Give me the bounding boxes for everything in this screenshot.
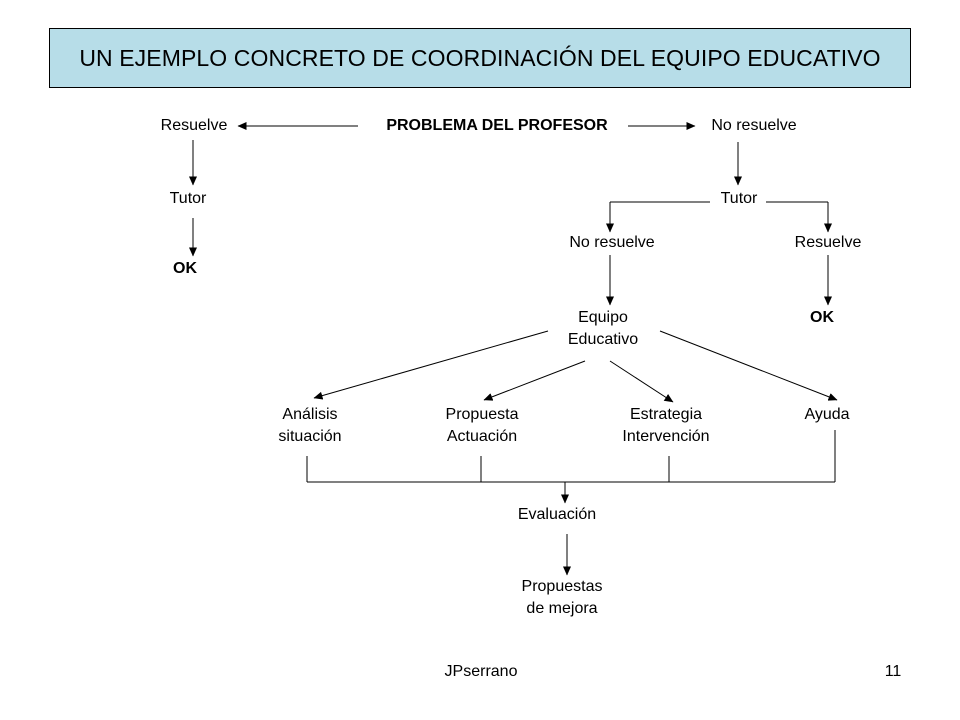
label-ok-right: OK bbox=[810, 309, 834, 326]
label-improvement: Propuestas de mejora bbox=[522, 576, 603, 620]
arrow-team-to-help bbox=[659, 330, 838, 401]
label-proposal: Propuesta Actuación bbox=[446, 404, 519, 448]
label-team-line1: Equipo bbox=[578, 309, 628, 326]
label-strategy-line2: Intervención bbox=[622, 428, 710, 445]
title-box: UN EJEMPLO CONCRETO DE COORDINACIÓN DEL … bbox=[49, 28, 911, 88]
label-proposal-line2: Actuación bbox=[446, 428, 518, 445]
page-number: 11 bbox=[884, 663, 902, 680]
label-ok-left: OK bbox=[173, 260, 197, 277]
label-not-resolves-right: No resuelve bbox=[711, 117, 797, 134]
arrow-team-to-strategy bbox=[609, 360, 674, 403]
label-strategy: Estrategia Intervención bbox=[622, 404, 709, 448]
slide-title: UN EJEMPLO CONCRETO DE COORDINACIÓN DEL … bbox=[79, 44, 881, 71]
label-help: Ayuda bbox=[804, 406, 850, 423]
arrow-team-to-analysis bbox=[313, 330, 549, 400]
label-strategy-line1: Estrategia bbox=[629, 406, 703, 423]
label-problem: PROBLEMA DEL PROFESOR bbox=[386, 117, 608, 134]
label-team-line2: Educativo bbox=[567, 331, 639, 348]
label-improvement-line1: Propuestas bbox=[521, 578, 603, 595]
label-resolves-left: Resuelve bbox=[160, 117, 228, 134]
label-evaluation: Evaluación bbox=[517, 506, 597, 523]
label-tutor-resolves: Resuelve bbox=[794, 234, 862, 251]
label-tutor-not-resolves: No resuelve bbox=[569, 234, 655, 251]
label-analysis: Análisis situación bbox=[278, 404, 341, 448]
label-analysis-line1: Análisis bbox=[282, 406, 338, 423]
label-improvement-line2: de mejora bbox=[526, 600, 598, 617]
label-team: Equipo Educativo bbox=[568, 307, 638, 351]
arrow-team-to-proposal bbox=[483, 360, 586, 401]
label-tutor-right: Tutor bbox=[720, 190, 758, 207]
footer-author: JPserrano bbox=[444, 663, 518, 680]
label-proposal-line1: Propuesta bbox=[445, 406, 519, 423]
label-tutor-left: Tutor bbox=[169, 190, 207, 207]
label-analysis-line2: situación bbox=[278, 428, 342, 445]
